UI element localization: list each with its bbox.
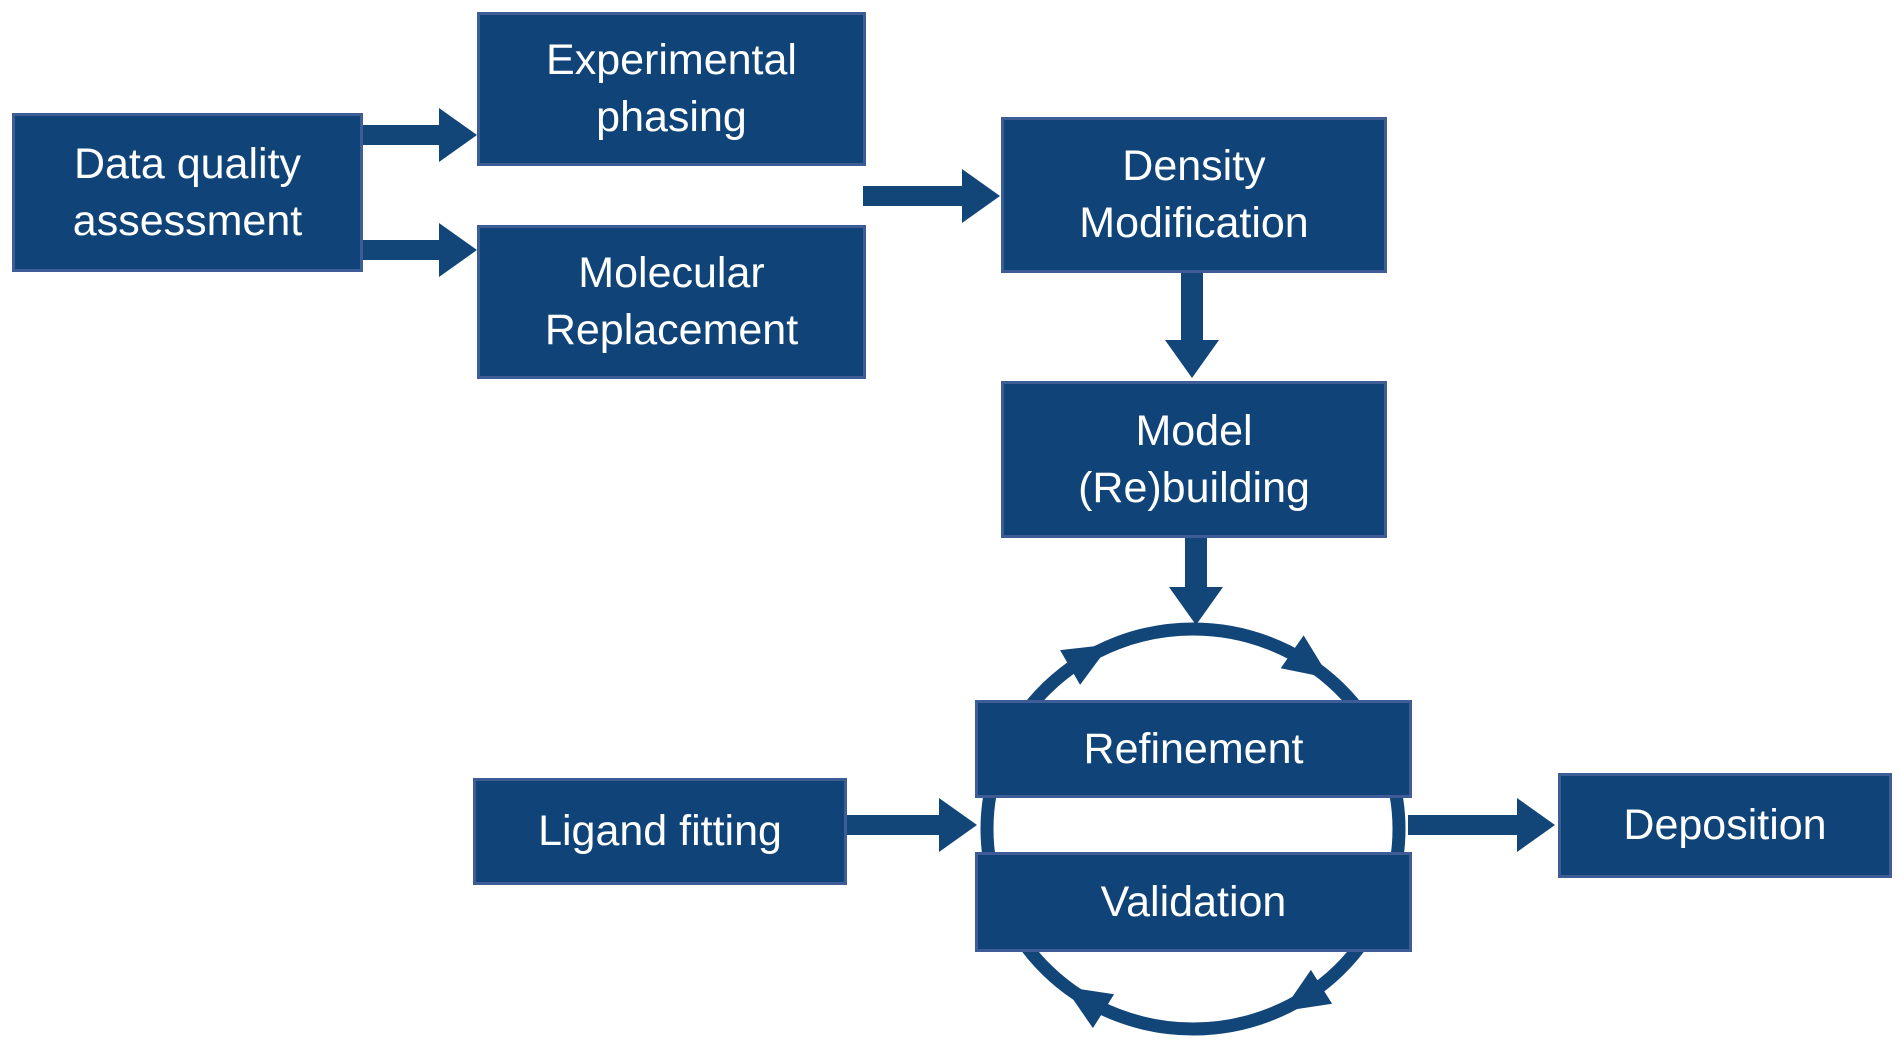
arrow-density-modification-to-model-rebuilding (1165, 273, 1219, 378)
arrow-phasing-to-density-modification (863, 169, 1000, 223)
cycle-arrowhead-top-left (1060, 644, 1110, 685)
node-label-line: Modification (1079, 199, 1309, 247)
node-label-line: Deposition (1623, 801, 1827, 850)
node-label-line: Replacement (544, 306, 799, 354)
refinement-validation-cycle-circle (980, 622, 1406, 1036)
arrow-ligand-fitting-to-cycle (847, 798, 977, 852)
node-molecular-replacement: Molecular Replacement (477, 225, 866, 379)
cycle-arrowhead-bottom-left (1064, 986, 1115, 1029)
cycle-arrowhead-top-right (1280, 635, 1330, 679)
node-density-modification: Density Modification (1001, 117, 1387, 273)
node-label-line: Experimental (546, 36, 797, 85)
node-label-line: Model (1135, 406, 1253, 455)
node-label-line: Ligand fitting (538, 807, 782, 856)
node-data-quality-assessment: Data quality assessment (12, 113, 363, 272)
node-refinement: Refinement (975, 700, 1412, 798)
node-deposition: Deposition (1558, 773, 1892, 878)
node-ligand-fitting: Ligand fitting (473, 778, 847, 885)
node-label-line: Molecular (578, 249, 765, 298)
node-label-line: Validation (1100, 877, 1287, 926)
node-label-line: Density (1122, 142, 1266, 191)
node-experimental-phasing: Experimental phasing (477, 12, 866, 166)
node-validation: Validation (975, 852, 1412, 952)
arrow-cycle-to-deposition (1408, 798, 1555, 852)
cycle-arrowhead-bottom-right (1282, 969, 1333, 1012)
node-model-rebuilding: Model (Re)building (1001, 381, 1387, 538)
arrow-data-quality-to-experimental-phasing (363, 108, 477, 162)
arrow-data-quality-to-molecular-replacement (363, 223, 477, 277)
node-label-line: phasing (596, 93, 747, 141)
node-label-line: (Re)building (1078, 463, 1310, 512)
node-label-line: assessment (72, 196, 303, 245)
arrow-model-rebuilding-to-cycle (1169, 538, 1223, 625)
node-label-line: Refinement (1083, 724, 1304, 773)
node-label-line: Data quality (73, 139, 302, 188)
